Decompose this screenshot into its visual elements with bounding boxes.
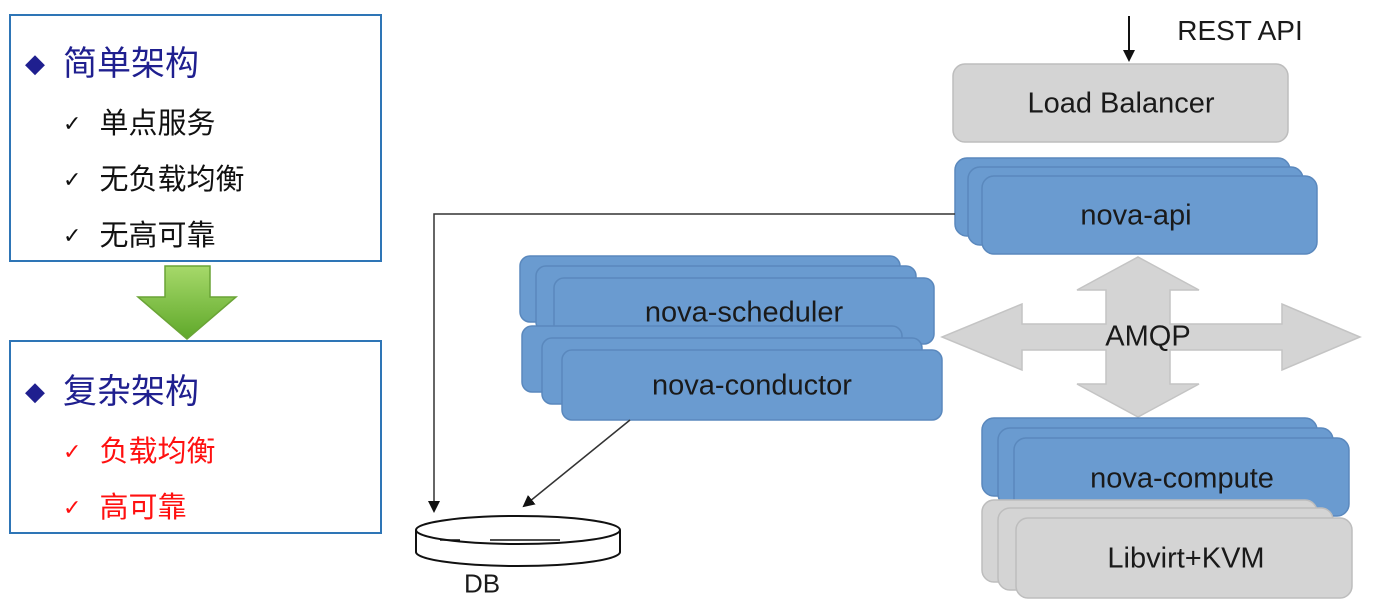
list-item-label: 高可靠 bbox=[99, 490, 187, 524]
list-item: ✓ 负载均衡 bbox=[63, 428, 215, 470]
simple-architecture-heading: ◆ 简单架构 bbox=[25, 36, 199, 85]
amqp-label: AMQP bbox=[1105, 320, 1191, 353]
complex-architecture-title: 复杂架构 bbox=[63, 372, 199, 412]
nova-api-label: nova-api bbox=[1080, 199, 1192, 232]
load-balancer-box bbox=[952, 63, 1289, 143]
list-item-label: 无高可靠 bbox=[99, 218, 216, 252]
libvirt-kvm-label: Libvirt+KVM bbox=[1107, 542, 1265, 575]
conductor-to-db-connector bbox=[522, 419, 631, 508]
list-item: ✓ 高可靠 bbox=[63, 484, 186, 526]
complex-architecture-heading: ◆ 复杂架构 bbox=[25, 364, 199, 413]
api-to-db-connector bbox=[428, 213, 955, 513]
simple-architecture-title: 简单架构 bbox=[63, 44, 199, 84]
nova-conductor-stack bbox=[521, 325, 943, 421]
checkmark-icon: ✓ bbox=[63, 168, 82, 193]
nova-compute-stack bbox=[981, 417, 1350, 517]
list-item-label: 负载均衡 bbox=[99, 434, 216, 468]
rest-api-label: REST API bbox=[1177, 15, 1303, 46]
diamond-icon: ◆ bbox=[25, 377, 45, 407]
complex-architecture-panel: ◆ 复杂架构 ✓ 负载均衡 ✓ 高可靠 bbox=[9, 340, 382, 534]
checkmark-icon: ✓ bbox=[63, 440, 82, 465]
nova-compute-label: nova-compute bbox=[1090, 462, 1274, 495]
list-item: ✓ 无高可靠 bbox=[63, 212, 215, 254]
libvirt-kvm-stack bbox=[981, 499, 1353, 599]
checkmark-icon: ✓ bbox=[63, 112, 82, 137]
simple-architecture-panel: ◆ 简单架构 ✓ 单点服务 ✓ 无负载均衡 ✓ 无高可靠 bbox=[9, 14, 382, 262]
db-cylinder-icon bbox=[415, 515, 621, 567]
nova-conductor-label: nova-conductor bbox=[652, 369, 852, 402]
nova-api-stack bbox=[954, 157, 1318, 255]
amqp-arrow bbox=[940, 256, 1362, 418]
list-item-label: 单点服务 bbox=[99, 106, 216, 140]
list-item: ✓ 单点服务 bbox=[63, 100, 215, 142]
checkmark-icon: ✓ bbox=[63, 224, 82, 249]
load-balancer-label: Load Balancer bbox=[1027, 87, 1215, 120]
checkmark-icon: ✓ bbox=[63, 496, 82, 521]
list-item-label: 无负载均衡 bbox=[99, 162, 245, 196]
nova-scheduler-label: nova-scheduler bbox=[644, 296, 844, 329]
list-item: ✓ 无负载均衡 bbox=[63, 156, 244, 198]
diamond-icon: ◆ bbox=[25, 49, 45, 79]
db-label: DB bbox=[463, 568, 501, 599]
